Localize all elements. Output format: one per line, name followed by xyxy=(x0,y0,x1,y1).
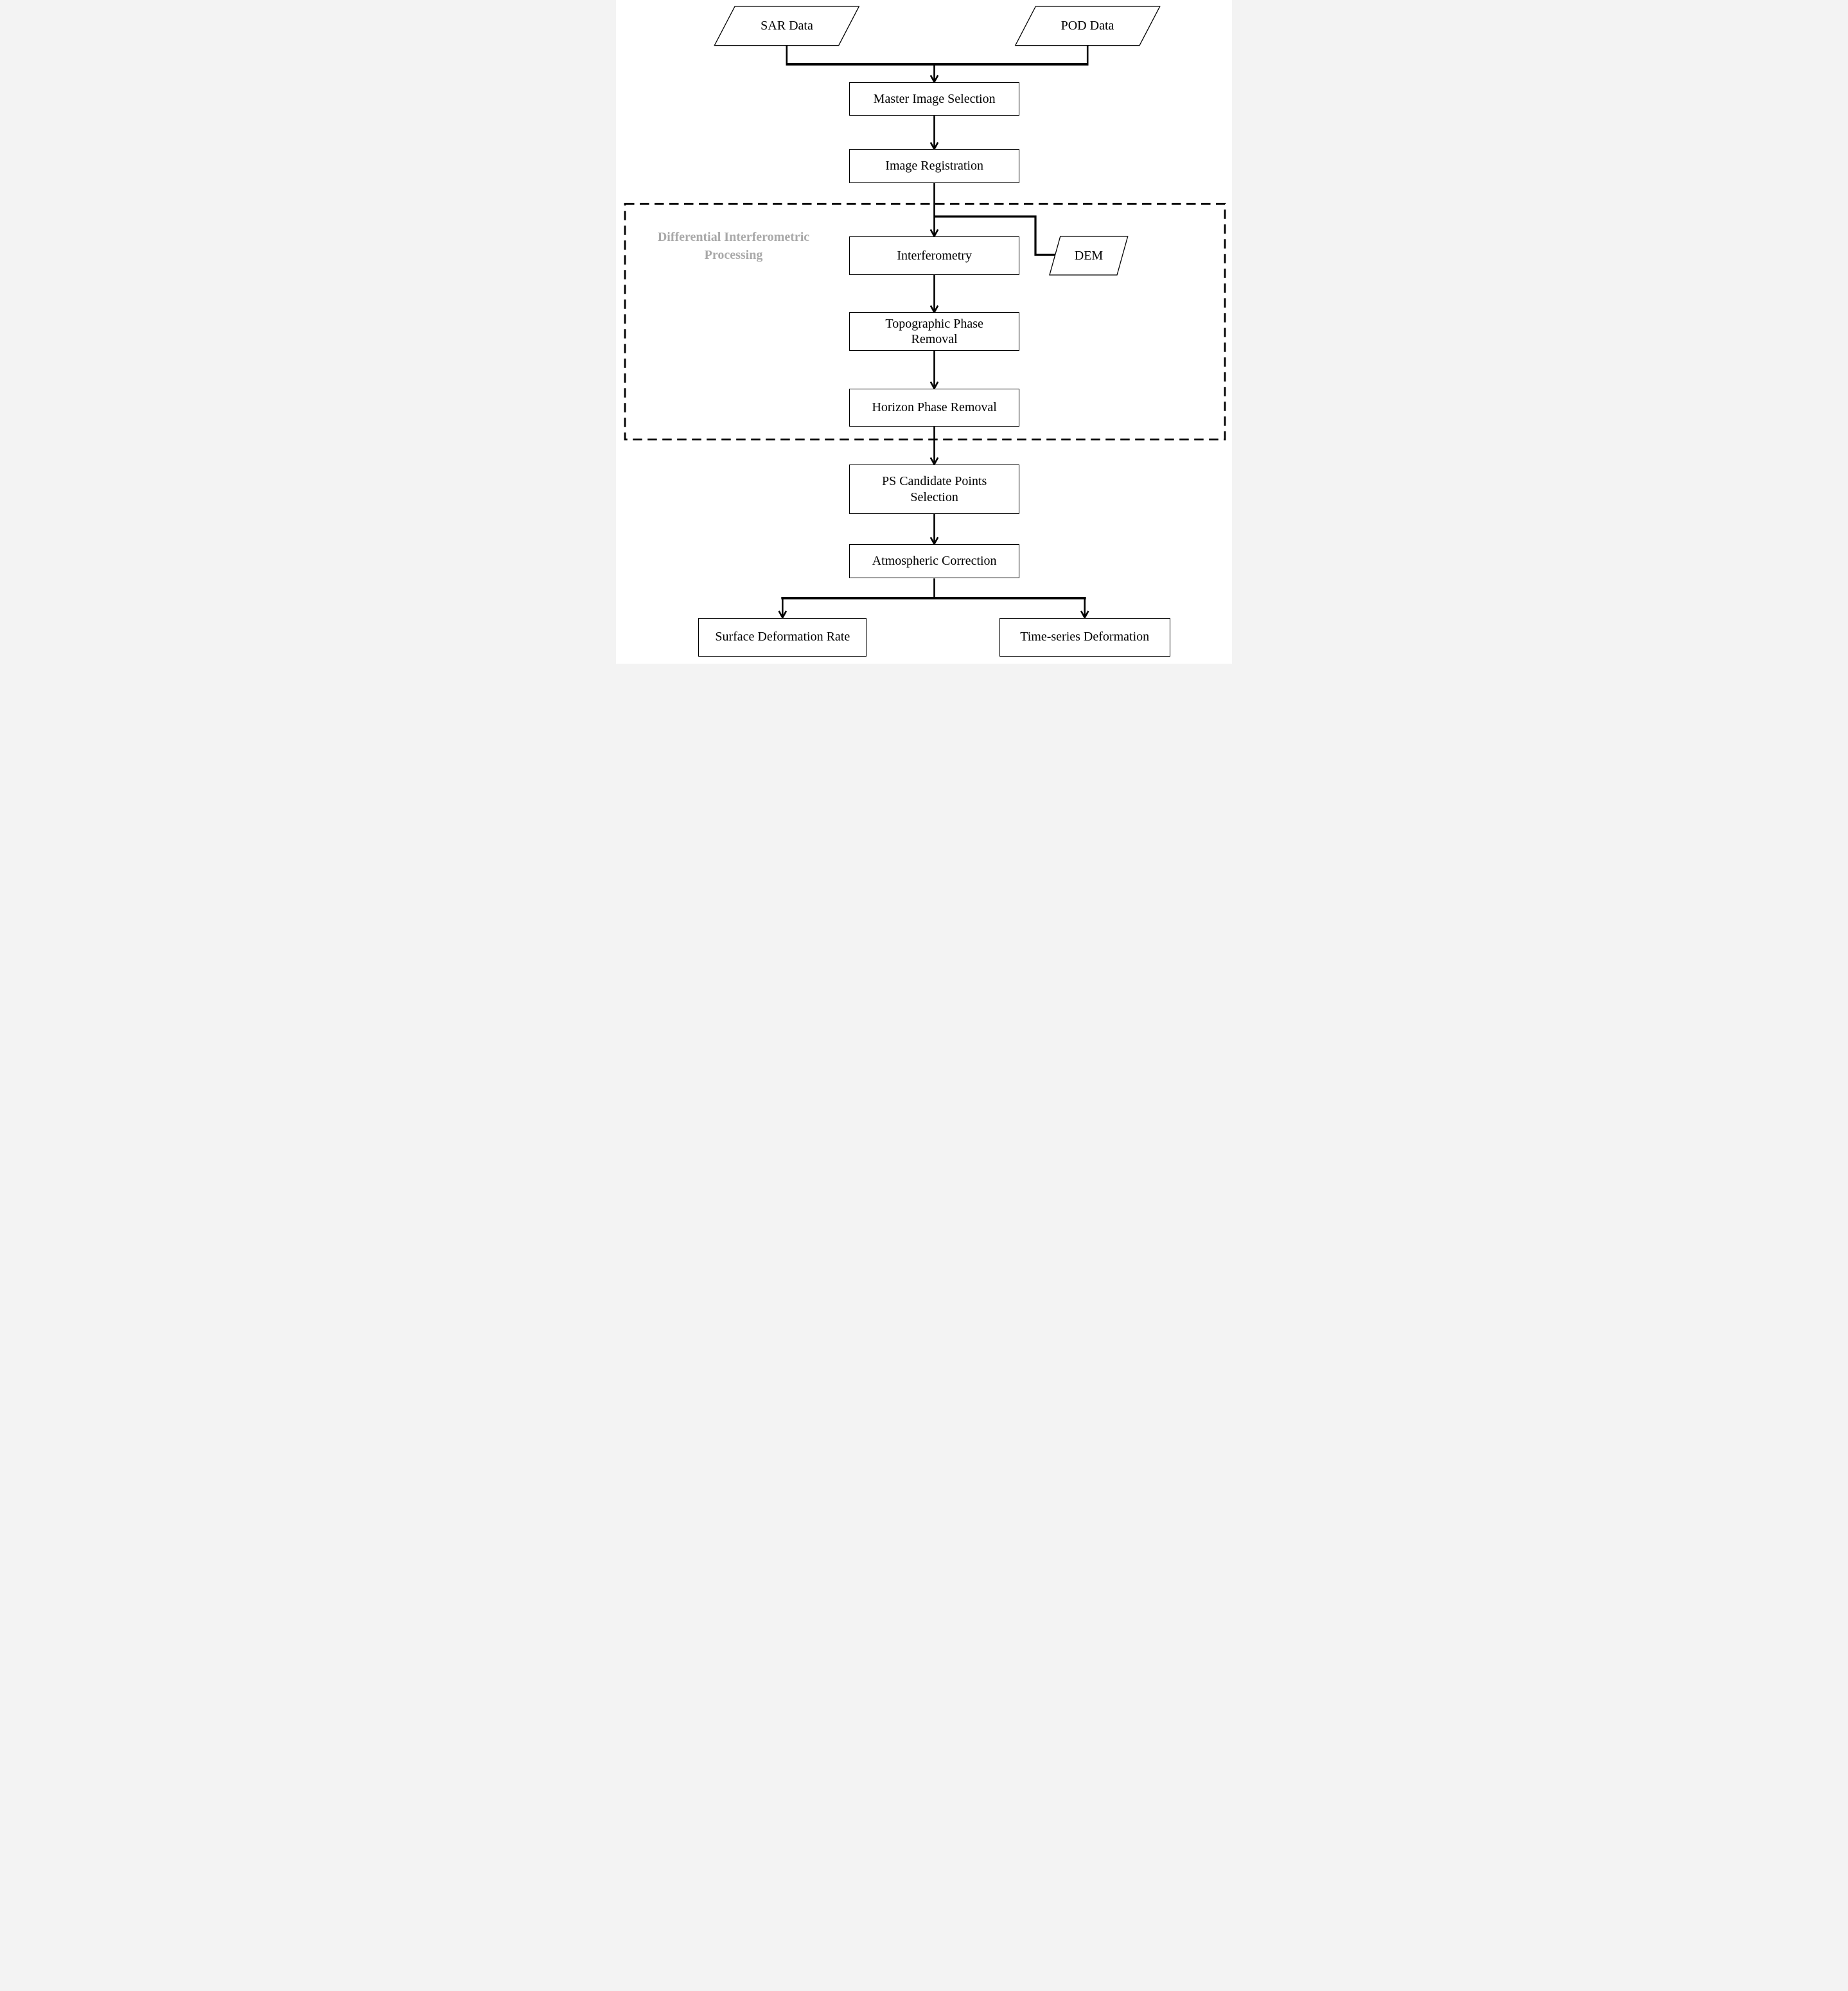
node-interferometry: Interferometry xyxy=(849,236,1020,275)
node-atmospheric-correction: Atmospheric Correction xyxy=(849,544,1020,579)
arrowhead-into-master xyxy=(929,75,939,84)
arrowhead-into-horizon xyxy=(929,381,939,391)
node-horizon-phase-removal: Horizon Phase Removal xyxy=(849,389,1020,427)
sar-data-label: SAR Data xyxy=(761,19,813,33)
arrowhead-into-topographic xyxy=(929,305,939,314)
group-label-line-2: Processing xyxy=(704,248,763,262)
node-topographic-phase-removal: Topographic Phase Removal xyxy=(849,312,1020,351)
ps-candidate-points-selection-label: PS Candidate Points Selection xyxy=(881,474,987,504)
node-dem: DEM xyxy=(1053,236,1124,275)
node-pod-data: POD Data xyxy=(1023,6,1152,46)
image-registration-label: Image Registration xyxy=(885,159,984,173)
surface-deformation-rate-label: Surface Deformation Rate xyxy=(715,630,850,644)
topographic-phase-removal-label: Topographic Phase Removal xyxy=(885,316,983,346)
arrowhead-into-atmospheric xyxy=(929,536,939,546)
node-ps-candidate-points-selection: PS Candidate Points Selection xyxy=(849,465,1020,514)
node-image-registration: Image Registration xyxy=(849,149,1020,183)
connector-dem-elbow xyxy=(934,215,1055,256)
node-master-image-selection: Master Image Selection xyxy=(849,82,1020,116)
node-sar-data: SAR Data xyxy=(723,6,851,46)
flowchart-canvas: SAR Data POD Data DEM Master Image Selec… xyxy=(616,0,1232,664)
atmospheric-correction-label: Atmospheric Correction xyxy=(872,554,997,569)
dem-label: DEM xyxy=(1074,248,1104,263)
flowchart-shape-layer xyxy=(624,6,1226,620)
timeseries-deformation-label: Time-series Deformation xyxy=(1020,630,1150,644)
master-image-selection-label: Master Image Selection xyxy=(873,91,996,106)
group-label-line-1: Differential Interferometric xyxy=(657,230,810,244)
arrowhead-into-pscandidate xyxy=(929,457,939,466)
sar-data-shape xyxy=(714,6,860,46)
arrowhead-into-interferometry xyxy=(929,229,939,238)
pod-data-label: POD Data xyxy=(1060,19,1114,33)
arrowhead-into-timeseries xyxy=(1080,610,1089,620)
arrowhead-into-registration xyxy=(929,141,939,151)
node-surface-deformation-rate: Surface Deformation Rate xyxy=(698,617,867,657)
pod-data-shape xyxy=(1014,6,1161,46)
node-timeseries-deformation: Time-series Deformation xyxy=(999,617,1170,657)
interferometry-label: Interferometry xyxy=(897,248,972,263)
dem-shape xyxy=(1049,236,1129,276)
horizon-phase-removal-label: Horizon Phase Removal xyxy=(872,400,997,415)
differential-processing-group-border xyxy=(624,202,1226,441)
arrowhead-into-surface-rate xyxy=(778,610,788,620)
differential-processing-group-label: Differential Interferometric Processing xyxy=(642,228,825,264)
